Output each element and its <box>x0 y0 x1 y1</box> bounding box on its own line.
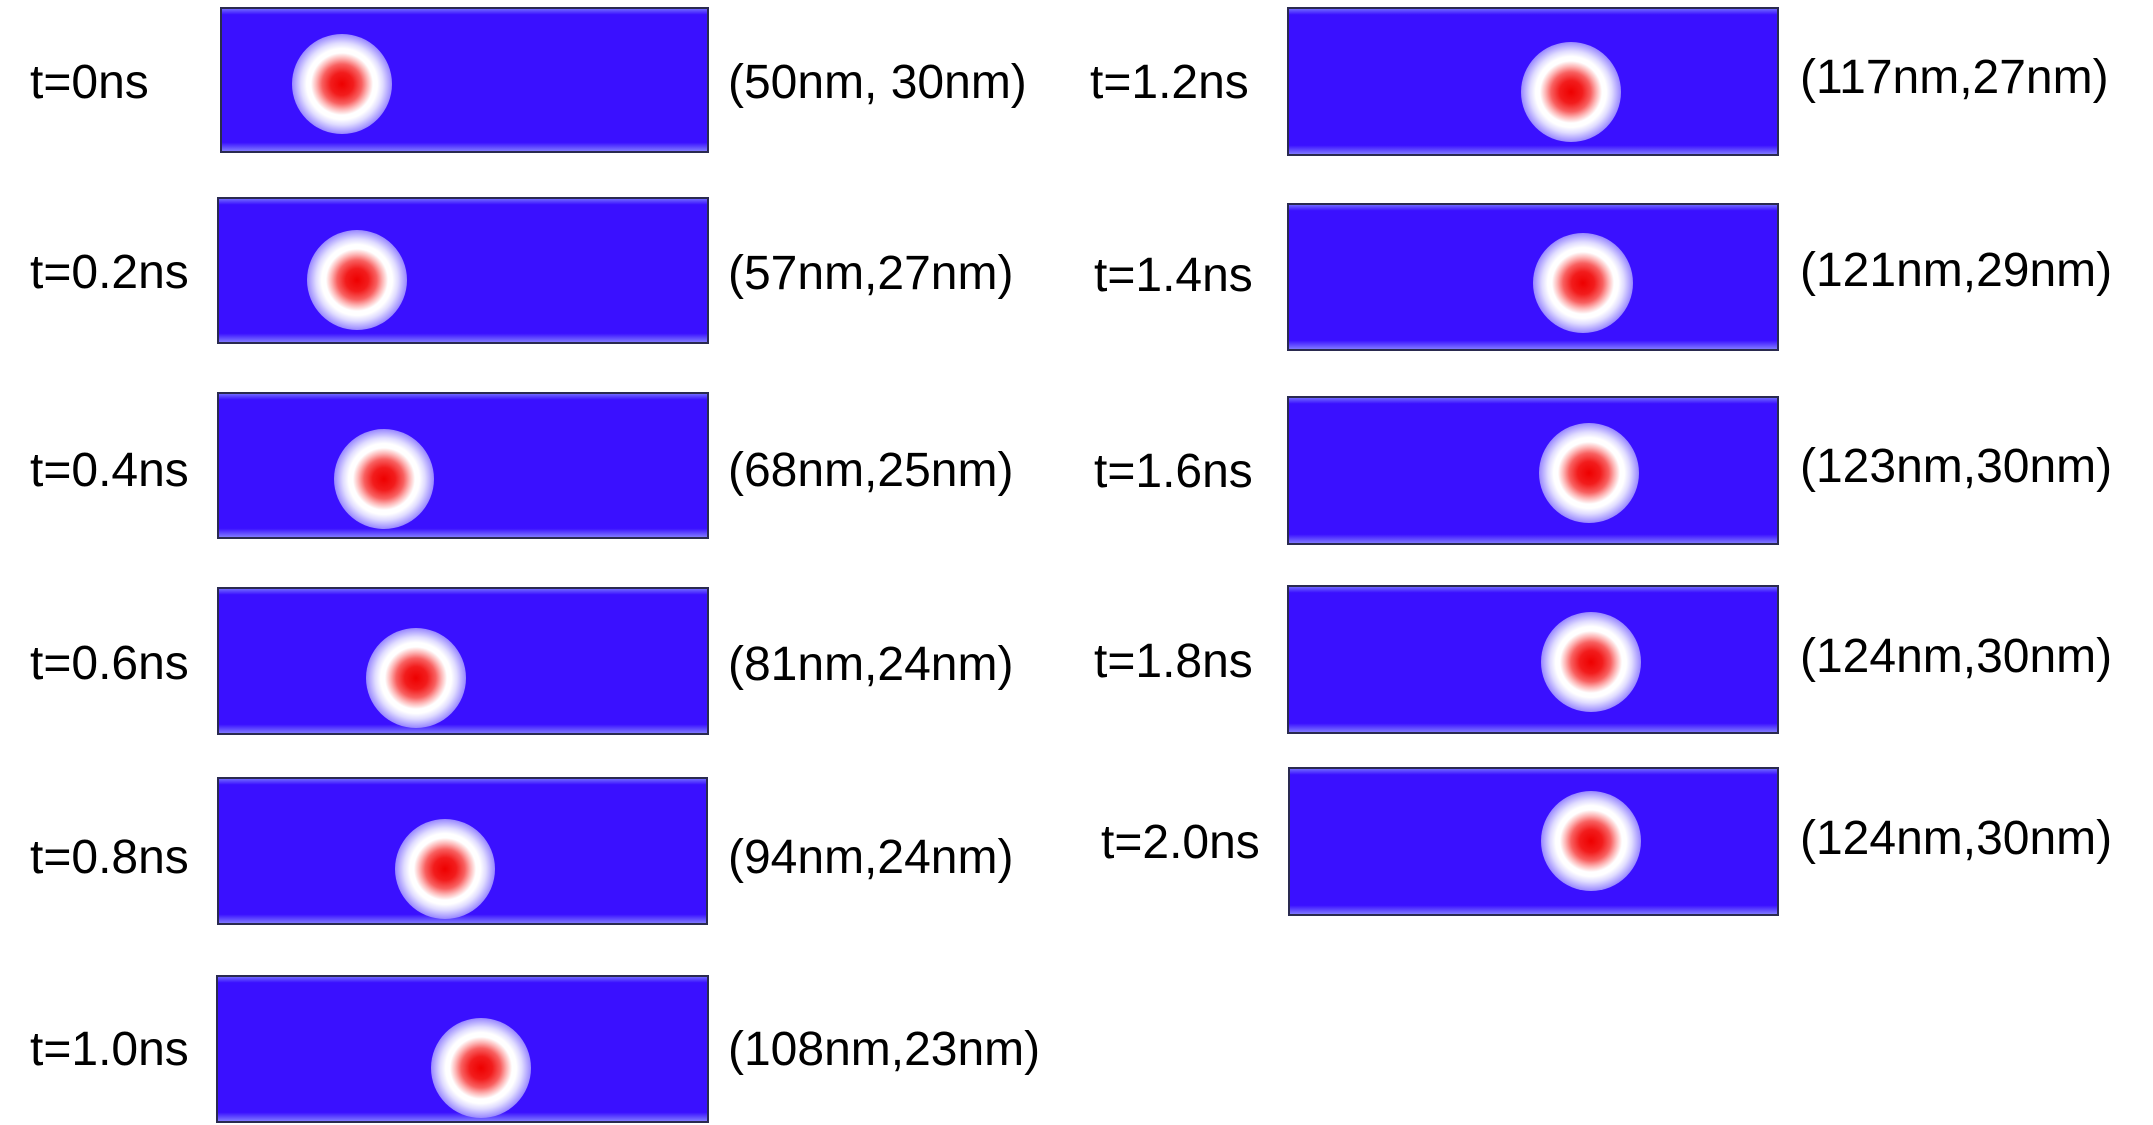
snapshot-panel <box>1287 585 1779 734</box>
position-label: (81nm,24nm) <box>728 638 1014 691</box>
position-label: (117nm,27nm) <box>1800 51 2109 104</box>
position-label: (121nm,29nm) <box>1800 244 2113 297</box>
position-label: (124nm,30nm) <box>1800 812 2113 865</box>
time-label: t=2.0ns <box>1101 816 1260 869</box>
skyrmion-spot <box>1533 233 1633 333</box>
snapshot-panel <box>217 777 708 925</box>
snapshot-panel <box>1288 767 1779 916</box>
time-label: t=1.0ns <box>30 1023 189 1076</box>
skyrmion-spot <box>292 34 392 134</box>
snapshot-panel <box>1287 396 1779 545</box>
time-label: t=1.6ns <box>1094 445 1253 498</box>
skyrmion-spot <box>366 628 466 728</box>
skyrmion-spot <box>1521 42 1621 142</box>
position-label: (68nm,25nm) <box>728 444 1014 497</box>
snapshot-panel <box>217 392 709 539</box>
skyrmion-spot <box>1541 612 1641 712</box>
skyrmion-spot <box>395 819 495 919</box>
time-label: t=0.8ns <box>30 831 189 884</box>
snapshot-panel <box>216 975 709 1123</box>
snapshot-panel <box>1287 203 1779 351</box>
position-label: (94nm,24nm) <box>728 831 1014 884</box>
time-label: t=0.4ns <box>30 444 189 497</box>
time-label: t=1.8ns <box>1094 635 1253 688</box>
position-label: (57nm,27nm) <box>728 247 1014 300</box>
skyrmion-spot <box>1541 791 1641 891</box>
snapshot-panel <box>217 197 709 344</box>
time-label: t=0.6ns <box>30 637 189 690</box>
time-label: t=0.2ns <box>30 246 189 299</box>
position-label: (124nm,30nm) <box>1800 630 2113 683</box>
snapshot-panel <box>217 587 709 735</box>
position-label: (108nm,23nm) <box>728 1023 1041 1076</box>
position-label: (50nm, 30nm) <box>728 56 1027 109</box>
skyrmion-spot <box>307 230 407 330</box>
time-label: t=1.4ns <box>1094 249 1253 302</box>
position-label: (123nm,30nm) <box>1800 440 2113 493</box>
time-label: t=0ns <box>30 56 149 109</box>
snapshot-panel <box>220 7 709 153</box>
time-label: t=1.2ns <box>1090 56 1249 109</box>
skyrmion-spot <box>431 1018 531 1118</box>
skyrmion-spot <box>334 429 434 529</box>
skyrmion-spot <box>1539 423 1639 523</box>
snapshot-panel <box>1287 7 1779 156</box>
